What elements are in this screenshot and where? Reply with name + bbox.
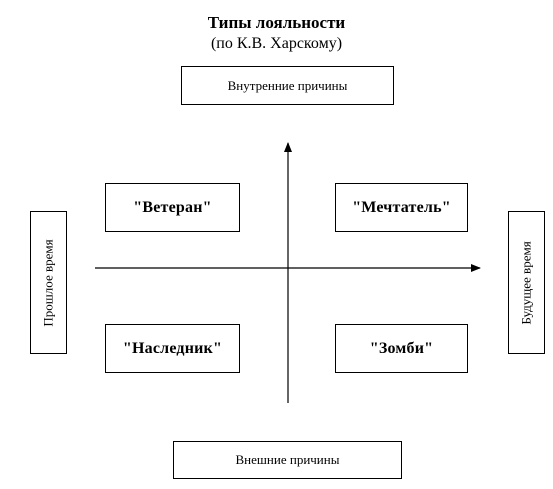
zombie-label: "Зомби" — [369, 339, 434, 357]
zombie-box: "Зомби" — [335, 324, 468, 373]
heir-box: "Наследник" — [105, 324, 240, 373]
external-causes-box: Внешние причины — [173, 441, 402, 479]
future-time-box: Будущее время — [508, 211, 545, 354]
past-time-box: Прошлое время — [30, 211, 67, 354]
external-causes-label: Внешние причины — [235, 452, 340, 467]
diagram-title: Типы лояльности — [207, 13, 346, 32]
past-time-label: Прошлое время — [40, 238, 56, 327]
dreamer-label: "Мечтатель" — [352, 198, 451, 216]
diagram-subtitle: (по К.В. Харскому) — [210, 35, 343, 52]
internal-causes-box: Внутренние причины — [181, 66, 394, 105]
veteran-label: "Ветеран" — [133, 198, 212, 216]
future-time-label: Будущее время — [518, 240, 534, 325]
heir-label: "Наследник" — [122, 339, 223, 357]
dreamer-box: "Мечтатель" — [335, 183, 468, 232]
internal-causes-label: Внутренние причины — [227, 77, 348, 93]
veteran-box: "Ветеран" — [105, 183, 240, 232]
